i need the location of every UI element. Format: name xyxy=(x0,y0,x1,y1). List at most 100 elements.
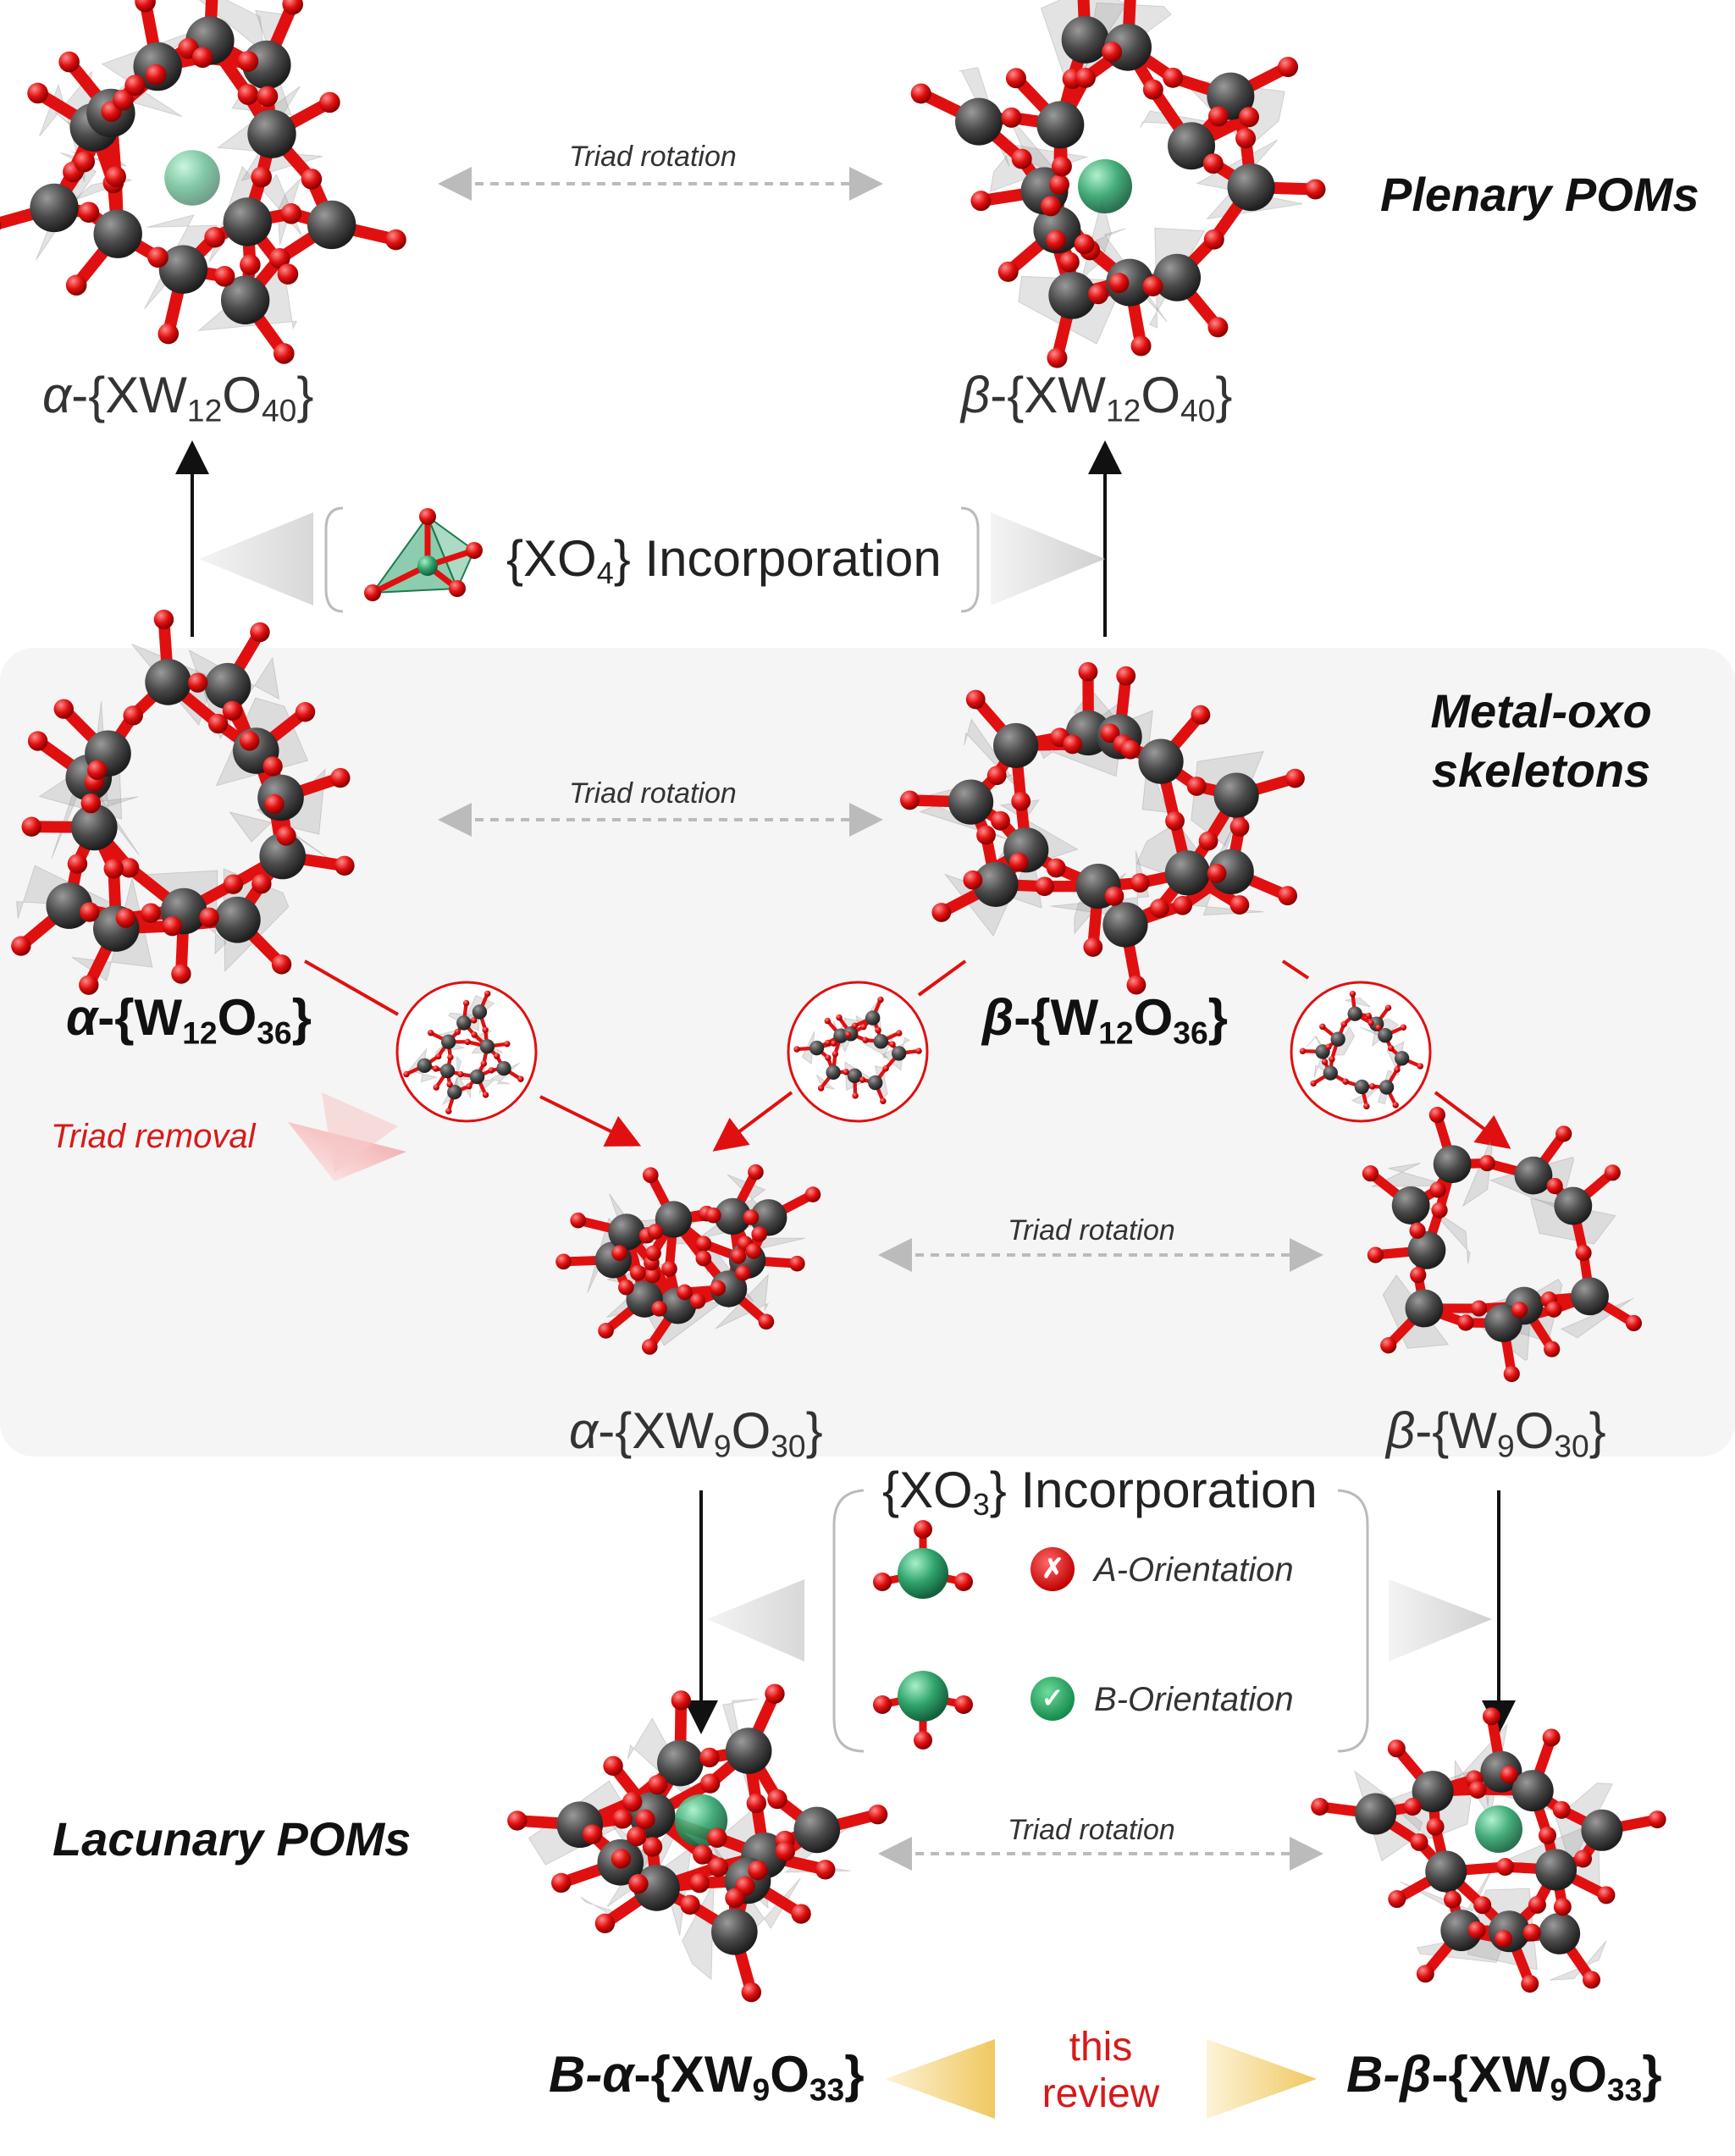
xo4-incorporation-word: Incorporation xyxy=(644,530,941,587)
xo4-bracket-left xyxy=(326,508,343,611)
oxygen-sphere xyxy=(1322,1059,1328,1064)
oxygen-sphere xyxy=(1388,1890,1406,1908)
oxygen-sphere xyxy=(630,1265,646,1281)
oxygen-sphere xyxy=(1605,1164,1621,1180)
formula-beta-w12o36-mid: O xyxy=(1134,989,1174,1046)
oxygen-sphere xyxy=(1495,1930,1512,1948)
oxygen-sphere xyxy=(966,690,986,710)
oxygen-sphere xyxy=(22,817,41,837)
tungsten-sphere xyxy=(417,1059,432,1073)
tungsten-sphere xyxy=(1036,101,1084,148)
oxygen-sphere xyxy=(1409,1223,1425,1239)
oxygen-sphere xyxy=(759,1313,775,1330)
oxygen-sphere xyxy=(250,622,269,642)
formula-b-alpha-xw9o33-greek: B-α xyxy=(549,2046,634,2103)
oxygen-sphere xyxy=(1468,1921,1486,1939)
oxygen-sphere xyxy=(494,1053,500,1059)
oxygen-sphere xyxy=(507,1810,527,1830)
oxygen-sphere xyxy=(1046,230,1066,251)
this-review-line1: this xyxy=(1025,2024,1177,2070)
formula-alpha-w12o36-sub2: 36 xyxy=(257,1014,291,1050)
oxygen-sphere xyxy=(627,1827,646,1846)
formula-alpha-xw9o30-pre: -{XW xyxy=(598,1402,714,1459)
oxygen-sphere xyxy=(449,580,466,597)
formula-b-alpha-xw9o33-pre: -{XW xyxy=(634,2046,753,2103)
oxygen-sphere xyxy=(262,756,282,776)
oxygen-sphere xyxy=(882,1065,888,1071)
oxygen-sphere xyxy=(915,1048,921,1053)
oxygen-sphere xyxy=(1375,1025,1381,1031)
oxygen-sphere xyxy=(1417,1063,1423,1069)
tungsten-sphere xyxy=(1102,903,1147,948)
tungsten-sphere xyxy=(247,109,296,158)
oxygen-sphere xyxy=(680,1895,699,1915)
oxygen-sphere xyxy=(1429,1181,1445,1197)
xo3-triangle-left xyxy=(707,1579,804,1661)
oxygen-sphere xyxy=(419,508,436,525)
oxygen-sphere xyxy=(1105,887,1124,906)
oxygen-sphere xyxy=(1047,859,1066,878)
oxygen-sphere xyxy=(435,1053,441,1059)
oxygen-sphere xyxy=(859,1076,865,1082)
tungsten-sphere xyxy=(608,1213,644,1250)
oxygen-sphere xyxy=(1143,80,1163,100)
oxygen-sphere xyxy=(58,52,80,73)
formula-beta-xw12o40-greek: β xyxy=(961,367,990,423)
oxygen-sphere xyxy=(1235,128,1256,148)
oxygen-sphere xyxy=(825,1018,831,1024)
oxygen-sphere xyxy=(852,1092,858,1098)
oxygen-sphere xyxy=(457,1071,463,1077)
oxygen-sphere xyxy=(1116,666,1135,686)
oxygen-sphere xyxy=(1368,1247,1384,1263)
formula-beta-xw12o40-post: } xyxy=(1215,367,1232,423)
tungsten-sphere xyxy=(865,1010,880,1025)
oxygen-sphere xyxy=(434,1084,439,1090)
oxygen-sphere xyxy=(896,1030,902,1036)
oxygen-sphere xyxy=(651,1301,667,1317)
oxygen-sphere xyxy=(747,1794,766,1813)
oxygen-sphere xyxy=(700,1773,720,1793)
oxygen-sphere xyxy=(463,1000,469,1006)
xo4-triangle-left xyxy=(199,512,313,605)
oxygen-sphere xyxy=(1417,1965,1434,1982)
formula-beta-xw12o40-sub2: 40 xyxy=(1180,392,1215,428)
oxygen-sphere xyxy=(68,854,87,873)
oxygen-sphere xyxy=(1521,1975,1539,1993)
oxygen-sphere xyxy=(1083,937,1102,957)
oxygen-sphere xyxy=(643,1167,659,1183)
xo4-formula-suffix: } xyxy=(614,530,631,587)
a-orientation-label: A-Orientation xyxy=(1094,1553,1294,1587)
oxygen-sphere xyxy=(1150,898,1169,918)
oxygen-sphere xyxy=(154,610,174,629)
tungsten-sphere xyxy=(1347,1006,1362,1020)
heteroatom-sphere xyxy=(1078,159,1132,213)
oxygen-sphere xyxy=(1325,1044,1331,1050)
oxygen-sphere xyxy=(868,1805,887,1824)
formula-alpha-xw12o40-sub2: 40 xyxy=(262,392,296,428)
oxygen-sphere xyxy=(690,1293,706,1309)
oxygen-sphere xyxy=(1523,1924,1541,1942)
oxygen-sphere xyxy=(963,871,982,890)
oxygen-sphere xyxy=(1394,1066,1400,1072)
formula-b-alpha-xw9o33-sub1: 9 xyxy=(753,2071,771,2107)
triad-rotation-label-skeleton: Triad rotation xyxy=(569,779,737,808)
oxygen-sphere xyxy=(116,908,135,927)
oxygen-sphere xyxy=(705,1208,721,1224)
oxygen-sphere xyxy=(1500,1766,1518,1783)
formula-b-alpha-xw9o33-sub2: 33 xyxy=(809,2071,844,2107)
heading-lacunary: Lacunary POMs xyxy=(52,1810,411,1869)
oxygen-sphere xyxy=(105,166,126,187)
oxygen-sphere xyxy=(1163,68,1183,88)
oxygen-sphere xyxy=(1429,1107,1445,1123)
oxygen-sphere xyxy=(1388,1045,1394,1051)
tungsten-sphere xyxy=(1539,1913,1580,1954)
oxygen-sphere xyxy=(1362,1165,1379,1181)
this-review-line2: review xyxy=(1025,2070,1177,2117)
formula-alpha-w12o36: α-{W12O36} xyxy=(66,992,312,1049)
tungsten-sphere xyxy=(874,1034,888,1048)
oxygen-sphere xyxy=(272,954,291,974)
formula-b-beta-xw9o33-pre: -{XW xyxy=(1432,2046,1550,2103)
oxygen-sphere xyxy=(793,1046,799,1052)
tungsten-sphere xyxy=(868,1075,882,1090)
